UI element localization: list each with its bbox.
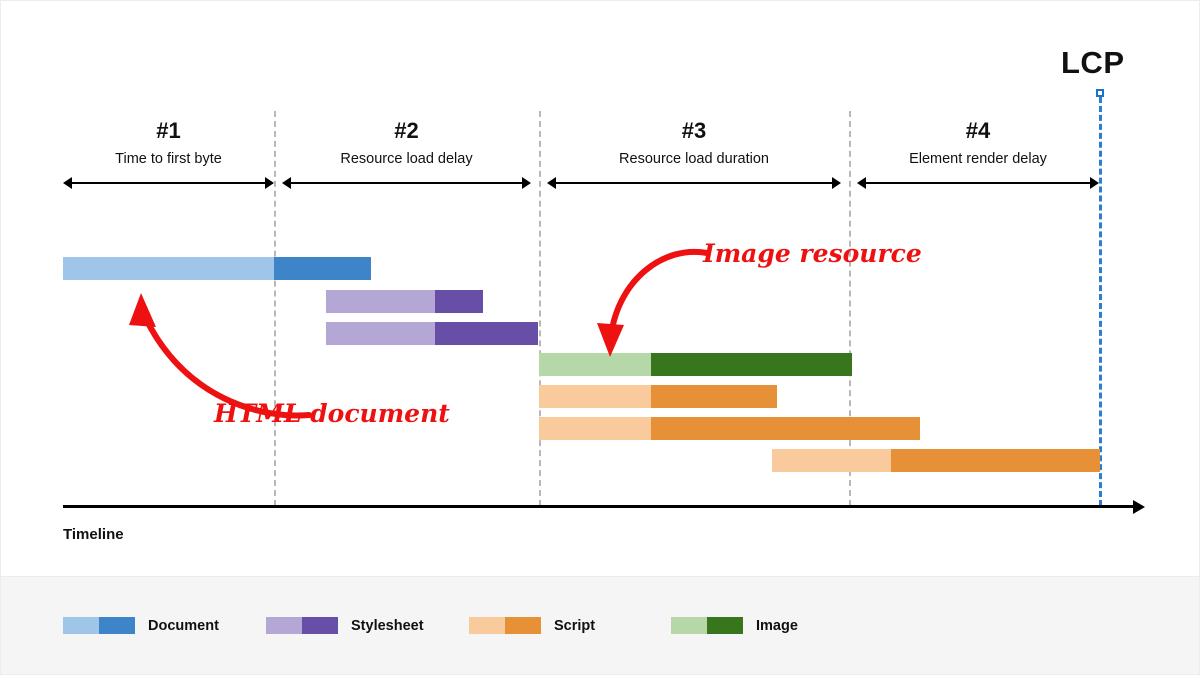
phase-divider-3 bbox=[849, 111, 851, 506]
phase-number: #1 bbox=[156, 118, 181, 143]
image-resource-annotation: Image resource bbox=[703, 239, 922, 268]
phase-span-arrow-1 bbox=[63, 176, 274, 190]
legend-label: Image bbox=[756, 617, 798, 634]
legend: Document Stylesheet Script Image bbox=[1, 576, 1199, 674]
script-bar-1-download-segment bbox=[651, 385, 777, 408]
legend-swatch-icon bbox=[266, 617, 338, 634]
phase-number: #4 bbox=[965, 118, 991, 143]
legend-label: Document bbox=[148, 617, 219, 634]
phase-span-arrow-3 bbox=[547, 176, 841, 190]
lcp-vertical-line bbox=[1099, 97, 1102, 506]
document-bar-download-segment bbox=[274, 257, 371, 280]
arrow-head-right-icon bbox=[522, 177, 531, 189]
legend-swatch-light bbox=[671, 617, 707, 634]
document-bar bbox=[63, 257, 371, 280]
legend-swatch-light bbox=[266, 617, 302, 634]
stylesheet-bar-1 bbox=[326, 290, 483, 313]
legend-swatch-light bbox=[469, 617, 505, 634]
phase-divider-1 bbox=[274, 111, 276, 506]
timeline-axis bbox=[63, 505, 1135, 508]
timeline-label: Timeline bbox=[63, 526, 124, 543]
document-bar-wait-segment bbox=[63, 257, 274, 280]
script-bar-3-wait-segment bbox=[772, 449, 891, 472]
phase-name: Resource load duration bbox=[619, 151, 769, 168]
arrow-head-left-icon bbox=[282, 177, 291, 189]
legend-swatch-icon bbox=[469, 617, 541, 634]
phase-number: #2 bbox=[394, 118, 419, 143]
legend-swatch-dark bbox=[505, 617, 541, 634]
script-bar-2 bbox=[539, 417, 920, 440]
phase-span-arrow-2 bbox=[282, 176, 531, 190]
arrow-shaft bbox=[70, 182, 267, 184]
legend-swatch-dark bbox=[707, 617, 743, 634]
legend-swatch-dark bbox=[99, 617, 135, 634]
legend-swatch-icon bbox=[63, 617, 135, 634]
arrow-head-left-icon bbox=[857, 177, 866, 189]
arrow-head-right-icon bbox=[1090, 177, 1099, 189]
timeline-arrow-icon bbox=[1133, 500, 1145, 514]
legend-label: Script bbox=[554, 617, 596, 634]
script-bar-1-wait-segment bbox=[539, 385, 651, 408]
lcp-label: LCP bbox=[1061, 45, 1125, 80]
script-bar-3 bbox=[772, 449, 1100, 472]
image-bar-download-segment bbox=[651, 353, 852, 376]
legend-item-script: Script bbox=[469, 617, 595, 634]
legend-item-document: Document bbox=[63, 617, 219, 634]
lcp-marker-icon bbox=[1096, 89, 1104, 97]
phase-name: Time to first byte bbox=[115, 151, 222, 168]
script-bar-2-wait-segment bbox=[539, 417, 651, 440]
stylesheet-bar-2-download-segment bbox=[435, 322, 538, 345]
image-resource-arrow-icon bbox=[597, 248, 710, 357]
html-document-annotation: HTML document bbox=[214, 399, 450, 428]
stylesheet-bar-1-download-segment bbox=[435, 290, 483, 313]
phase-number: #3 bbox=[681, 118, 707, 143]
image-bar bbox=[539, 353, 852, 376]
arrow-head-left-icon bbox=[547, 177, 556, 189]
legend-swatch-light bbox=[63, 617, 99, 634]
arrow-head-left-icon bbox=[63, 177, 72, 189]
script-bar-3-download-segment bbox=[891, 449, 1100, 472]
arrow-shaft bbox=[289, 182, 524, 184]
phase-span-arrow-4 bbox=[857, 176, 1099, 190]
legend-item-image: Image bbox=[671, 617, 798, 634]
stylesheet-bar-1-wait-segment bbox=[326, 290, 435, 313]
stylesheet-bar-2 bbox=[326, 322, 538, 345]
arrow-head-right-icon bbox=[265, 177, 274, 189]
legend-label: Stylesheet bbox=[351, 617, 424, 634]
arrow-head-right-icon bbox=[832, 177, 841, 189]
phase-name: Resource load delay bbox=[340, 151, 473, 168]
arrow-shaft bbox=[554, 182, 834, 184]
phase-name: Element render delay bbox=[909, 151, 1047, 168]
legend-swatch-dark bbox=[302, 617, 338, 634]
script-bar-1 bbox=[539, 385, 777, 408]
phase-divider-2 bbox=[539, 111, 541, 506]
script-bar-2-download-segment bbox=[651, 417, 920, 440]
image-bar-wait-segment bbox=[539, 353, 651, 376]
legend-item-stylesheet: Stylesheet bbox=[266, 617, 424, 634]
arrow-shaft bbox=[864, 182, 1092, 184]
legend-swatch-icon bbox=[671, 617, 743, 634]
stylesheet-bar-2-wait-segment bbox=[326, 322, 435, 345]
